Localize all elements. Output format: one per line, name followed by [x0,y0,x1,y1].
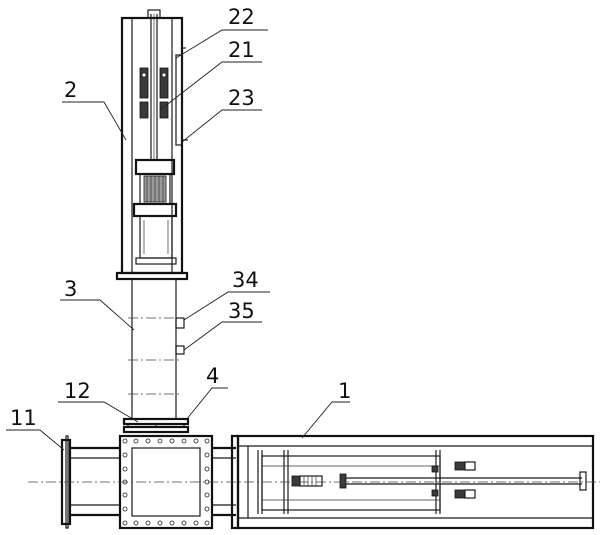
callouts: 22 21 2 23 3 34 35 12 4 11 1 [10,5,351,430]
callout-2: 2 [64,78,77,102]
cylinder-body [132,158,178,265]
callout-11: 11 [10,406,37,430]
callout-23: 23 [228,86,255,110]
callout-34: 34 [232,268,259,292]
callout-4: 4 [206,364,219,388]
callout-22: 22 [228,5,255,29]
callout-3: 3 [64,277,77,301]
callout-35: 35 [228,299,255,323]
middle-tube [122,278,190,434]
horizontal-frame [236,434,595,530]
piston-rod [139,9,169,160]
leader-lines [6,29,350,451]
box-bolts [122,438,210,526]
callout-21: 21 [228,38,255,62]
callout-1: 1 [338,379,351,403]
callout-12: 12 [64,379,91,403]
